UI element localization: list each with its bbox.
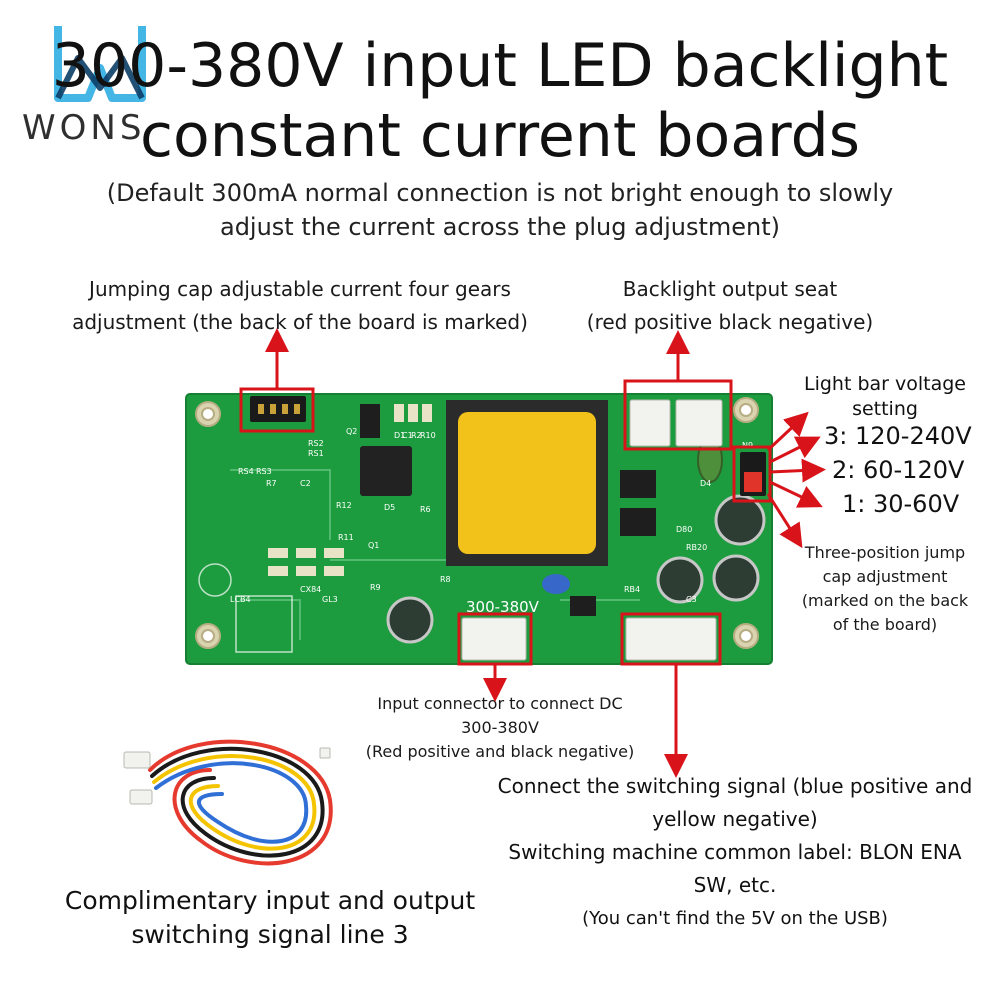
page-title-line-1: 300-380V input LED backlight	[51, 31, 949, 101]
cable-illustration	[148, 739, 333, 866]
signal-connector	[625, 617, 717, 661]
film-capacitor	[542, 574, 570, 594]
arrow-v-top	[766, 411, 809, 452]
silk-r6: R6	[420, 505, 431, 514]
switching-signal-line-1: Connect the switching signal (blue posit…	[497, 774, 973, 798]
silk-cx84: CX84	[300, 585, 321, 594]
silk-r9: R9	[370, 583, 381, 592]
silk-rb4: RB4	[624, 585, 640, 594]
silk-c1: C1	[402, 431, 413, 440]
box-voltage-jumper	[732, 445, 772, 503]
silk-q2: Q2	[346, 427, 357, 436]
input-connector-line-1: Input connector to connect DC	[377, 694, 623, 713]
silk-q1: Q1	[368, 541, 379, 550]
jumping-cap-line-2: adjustment (the back of the board is mar…	[72, 310, 528, 334]
light-bar-line-2: setting	[852, 398, 918, 420]
silk-rs4: RS4	[238, 467, 254, 476]
pcb-traces	[230, 469, 640, 640]
silk-gl3: GL3	[322, 595, 338, 604]
input-connector-line-2: 300-380V	[461, 718, 539, 737]
silk-r8: R8	[440, 575, 451, 584]
subtitle-line-1: (Default 300mA normal connection is not …	[106, 179, 894, 207]
switching-signal-line-4: SW, etc.	[693, 873, 777, 897]
output-connector-2	[675, 399, 723, 447]
silk-r12: R12	[336, 501, 352, 510]
page-title-line-2: constant current boards	[140, 101, 860, 171]
arrow-v2	[769, 458, 826, 483]
brand-name: WONS	[22, 108, 146, 148]
arrow-v3	[769, 436, 821, 464]
voltage-option-2: 2: 60-120V	[832, 456, 965, 484]
arrows	[265, 328, 826, 778]
emi-filter-outline	[235, 595, 293, 653]
arrow-three-position	[766, 493, 803, 549]
input-connector-line-3: (Red positive and black negative)	[365, 742, 635, 761]
silk-d5: D5	[384, 503, 395, 512]
transformer-winding	[458, 412, 596, 554]
silk-lcb4: LCB4	[230, 595, 251, 604]
complimentary-line-1: Complimentary input and output	[64, 886, 476, 915]
switching-signal-line-2: yellow negative)	[652, 807, 818, 831]
silk-r2: R2	[411, 431, 422, 440]
silk-rb20: RB20	[686, 543, 707, 552]
light-bar-line-1: Light bar voltage	[803, 373, 966, 395]
voltage-option-1: 1: 30-60V	[842, 490, 960, 518]
three-position-line-3: (marked on the back	[801, 591, 969, 610]
backlight-output-line-1: Backlight output seat	[622, 277, 838, 301]
brand-logo-icon	[54, 26, 146, 102]
voltage-jumper-cap	[744, 472, 762, 492]
silk-r7: R7	[266, 479, 277, 488]
fuse-outline	[198, 563, 232, 597]
jumping-cap-annotation: Jumping cap adjustable current four gear…	[30, 273, 570, 339]
board-input-label: 300-380V	[466, 598, 540, 616]
silk-d1: D1	[394, 431, 405, 440]
switching-signal-annotation: Connect the switching signal (blue posit…	[480, 770, 990, 935]
silk-rs2: RS2	[308, 439, 324, 448]
three-position-line-4: of the board)	[832, 615, 938, 634]
electrolytic-capacitors	[386, 494, 766, 644]
switching-signal-line-5: (You can't find the 5V on the USB)	[582, 908, 888, 929]
complimentary-line-2: switching signal line 3	[131, 920, 409, 949]
output-connector-1	[629, 399, 671, 447]
mosfet	[360, 446, 412, 496]
jumper-header	[250, 396, 306, 422]
resistors	[268, 404, 432, 576]
box-signal	[620, 612, 722, 666]
three-position-line-1: Three-position jump	[804, 543, 966, 562]
silkscreen-labels: Q2 D1 C1 R2 R10 RS2 RS1 RS4 RS3 R7 C2 R1…	[230, 427, 753, 604]
mounting-holes	[195, 397, 759, 649]
silk-d80: D80	[676, 525, 692, 534]
silk-r11: R11	[338, 533, 354, 542]
subtitle-line-2: adjust the current across the plug adjus…	[219, 213, 780, 241]
voltage-option-3: 3: 120-240V	[824, 422, 972, 450]
arrow-v1	[769, 480, 823, 508]
jumper-pins	[258, 404, 300, 414]
page-subtitle: (Default 300mA normal connection is not …	[60, 176, 940, 244]
small-ics	[360, 404, 656, 616]
backlight-output-annotation: Backlight output seat (red positive blac…	[560, 273, 900, 339]
silk-d4: D4	[700, 479, 711, 488]
input-connector-annotation: Input connector to connect DC 300-380V (…	[330, 692, 670, 764]
light-bar-annotation: Light bar voltage setting	[780, 372, 990, 422]
silk-rs3: RS3	[256, 467, 272, 476]
silk-rs1: RS1	[308, 449, 324, 458]
cable-connectors	[123, 747, 331, 805]
switching-signal-line-3: Switching machine common label: BLON ENA	[508, 840, 962, 864]
silk-r10: R10	[420, 431, 436, 440]
complimentary-line-annotation: Complimentary input and output switching…	[40, 884, 500, 952]
three-position-line-2: cap adjustment	[822, 567, 948, 586]
silk-c2: C2	[300, 479, 311, 488]
three-position-annotation: Three-position jump cap adjustment (mark…	[770, 541, 1000, 637]
jumping-cap-line-1: Jumping cap adjustable current four gear…	[89, 277, 511, 301]
input-connector	[461, 617, 527, 661]
backlight-output-line-2: (red positive black negative)	[586, 310, 874, 334]
silk-c3: C3	[686, 595, 697, 604]
